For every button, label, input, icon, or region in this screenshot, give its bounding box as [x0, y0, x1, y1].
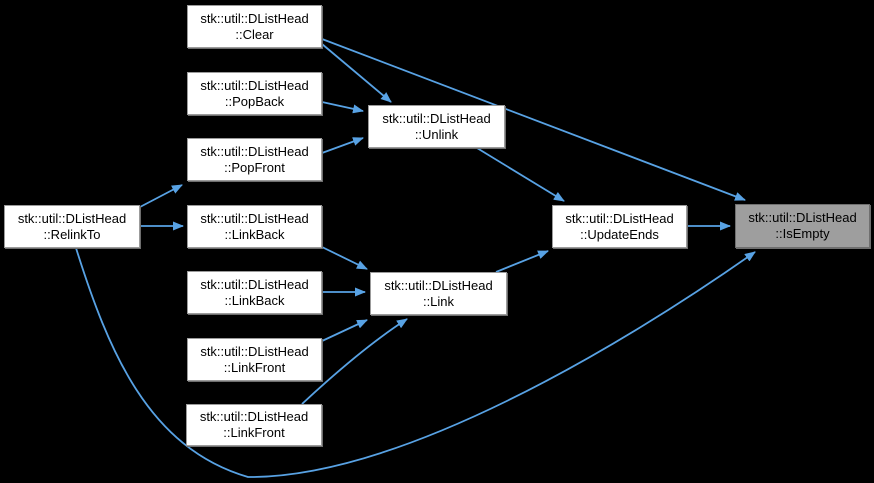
edge-popfront-unlink	[321, 137, 364, 154]
edge-unlink-updateends	[476, 147, 565, 202]
edge-linkfront-2-link	[301, 318, 408, 405]
node-clear[interactable]: stk::util::DListHead ::Clear	[187, 5, 322, 48]
edge-linkfront-1-link	[321, 319, 368, 342]
node-linkfront-1-scope: stk::util::DListHead	[200, 343, 309, 359]
node-popback-scope: stk::util::DListHead	[200, 77, 309, 93]
node-unlink[interactable]: stk::util::DListHead ::Unlink	[368, 105, 505, 148]
node-isempty: stk::util::DListHead ::IsEmpty	[735, 204, 870, 248]
node-linkfront-1[interactable]: stk::util::DListHead ::LinkFront	[187, 338, 322, 381]
node-link[interactable]: stk::util::DListHead ::Link	[370, 272, 507, 315]
node-linkback-2[interactable]: stk::util::DListHead ::LinkBack	[187, 271, 322, 314]
node-updateends-member: ::UpdateEnds	[580, 226, 659, 242]
edge-clear-unlink	[321, 43, 392, 103]
node-unlink-member: ::Unlink	[414, 126, 459, 142]
node-isempty-member: ::IsEmpty	[775, 226, 830, 241]
node-popfront-scope: stk::util::DListHead	[200, 143, 309, 159]
node-link-scope: stk::util::DListHead	[384, 277, 493, 293]
node-popback-member: ::PopBack	[224, 93, 285, 109]
node-link-member: ::Link	[422, 293, 455, 309]
node-popfront[interactable]: stk::util::DListHead ::PopFront	[187, 138, 322, 181]
node-linkback-2-scope: stk::util::DListHead	[200, 276, 309, 292]
edge-linkback-1-link	[321, 246, 368, 270]
edge-link-updateends	[495, 250, 549, 273]
node-linkback-1-member: ::LinkBack	[224, 226, 285, 242]
node-updateends-scope: stk::util::DListHead	[565, 210, 674, 226]
edge-popback-unlink	[321, 101, 364, 114]
node-isempty-scope: stk::util::DListHead	[748, 210, 857, 225]
node-clear-scope: stk::util::DListHead	[200, 10, 309, 26]
edge-clear-isempty	[321, 38, 746, 201]
node-popfront-member: ::PopFront	[224, 159, 285, 175]
node-linkback-2-member: ::LinkBack	[224, 292, 285, 308]
node-linkfront-1-member: ::LinkFront	[223, 359, 286, 375]
node-updateends[interactable]: stk::util::DListHead ::UpdateEnds	[552, 205, 687, 248]
node-relinkto-scope: stk::util::DListHead	[17, 210, 127, 226]
node-linkfront-2-scope: stk::util::DListHead	[199, 409, 309, 424]
node-popback[interactable]: stk::util::DListHead ::PopBack	[187, 72, 322, 115]
node-relinkto-member: ::RelinkTo	[43, 226, 101, 242]
edge-relinkto-popfront	[139, 184, 183, 208]
node-linkback-1[interactable]: stk::util::DListHead ::LinkBack	[187, 205, 322, 248]
node-linkback-1-scope: stk::util::DListHead	[200, 210, 309, 226]
node-linkfront-2-member: ::LinkFront	[223, 425, 285, 440]
node-linkfront-2[interactable]: stk::util::DListHead ::LinkFront	[186, 404, 322, 446]
edge-relinkto-isempty	[75, 247, 756, 478]
node-unlink-scope: stk::util::DListHead	[382, 110, 491, 126]
node-relinkto[interactable]: stk::util::DListHead ::RelinkTo	[4, 205, 140, 248]
node-clear-member: ::Clear	[235, 26, 274, 42]
